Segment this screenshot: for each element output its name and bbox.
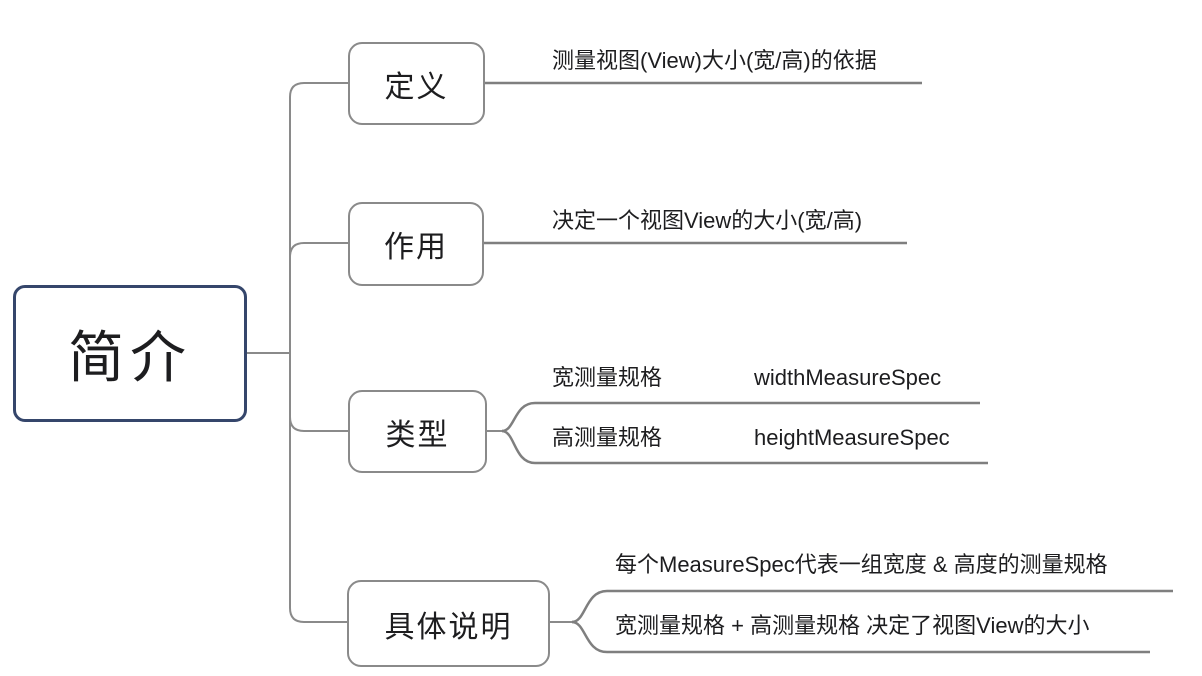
root-node-label: 简介	[68, 326, 192, 389]
branch3-tee-line	[289, 416, 348, 432]
branch-node-definition[interactable]: 定义	[348, 42, 485, 125]
leaf-width-spec-code[interactable]: widthMeasureSpec	[754, 365, 942, 390]
branch-node-label: 作用	[384, 231, 448, 264]
trunk-bottom-line	[289, 353, 347, 623]
leaf-function-text[interactable]: 决定一个视图View的大小(宽/高)	[552, 208, 863, 233]
leaf-detail-text-1[interactable]: 每个MeasureSpec代表一组宽度 & 高度的测量规格	[615, 552, 1108, 577]
branch-node-type[interactable]: 类型	[348, 390, 487, 473]
branch-node-detail[interactable]: 具体说明	[347, 580, 550, 667]
branch-node-function[interactable]: 作用	[348, 202, 484, 286]
leaf-detail-text-2[interactable]: 宽测量规格 + 高测量规格 决定了视图View的大小	[615, 613, 1090, 638]
branch3-child1-underline	[501, 401, 980, 433]
branch2-tee-line	[289, 242, 348, 258]
leaf-definition-text[interactable]: 测量视图(View)大小(宽/高)的依据	[552, 48, 877, 73]
leaf-height-spec-code[interactable]: heightMeasureSpec	[754, 425, 950, 450]
root-node[interactable]: 简介	[13, 285, 247, 422]
branch-node-label: 类型	[385, 418, 450, 452]
branch-node-label: 具体说明	[384, 610, 513, 644]
branch-node-label: 定义	[384, 70, 449, 104]
branch3-child2-underline	[501, 429, 988, 465]
trunk-top-line	[289, 82, 348, 353]
leaf-width-spec-label[interactable]: 宽测量规格	[552, 365, 663, 390]
branch4-child2-underline	[571, 620, 1150, 654]
branch4-child1-underline	[571, 589, 1173, 624]
leaf-height-spec-label[interactable]: 高测量规格	[552, 425, 663, 450]
